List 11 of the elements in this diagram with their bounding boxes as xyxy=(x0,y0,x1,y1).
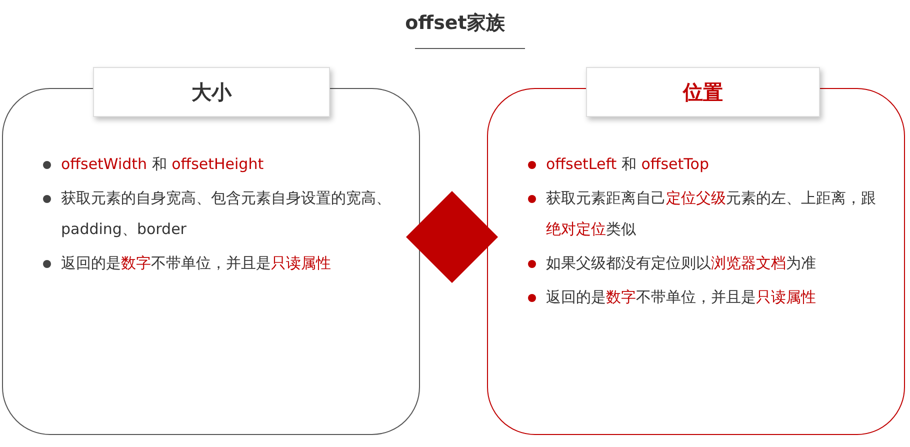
bullet-item: 返回的是数字不带单位，并且是只读属性 xyxy=(528,282,876,313)
bullet-item: 如果父级都没有定位则以浏览器文档为准 xyxy=(528,248,876,279)
diamond-shape xyxy=(406,191,498,283)
bullet-item: offsetLeft 和 offsetTop xyxy=(528,149,876,180)
card-heading: 大小 xyxy=(93,67,330,117)
card-heading: 位置 xyxy=(586,67,820,117)
bullet-item: 返回的是数字不带单位，并且是只读属性 xyxy=(43,248,391,279)
bullet-item: offsetWidth 和 offsetHeight xyxy=(43,149,391,180)
title: offset家族 xyxy=(404,11,506,36)
bullet-item: 获取元素的自身宽高、包含元素自身设置的宽高、padding、border xyxy=(43,183,391,245)
bullet-item: 获取元素距离自己定位父级元素的左、上距离，跟绝对定位类似 xyxy=(528,183,876,245)
